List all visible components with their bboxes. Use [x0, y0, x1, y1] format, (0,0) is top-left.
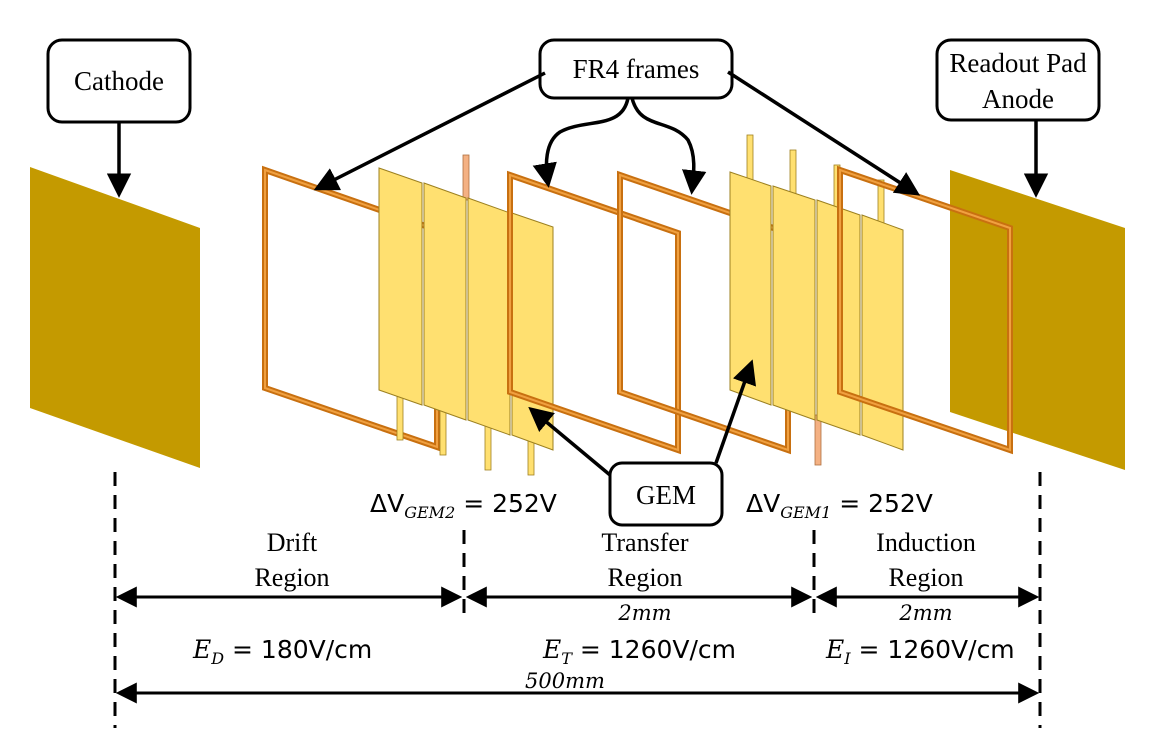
transfer-gap: 2mm: [617, 601, 671, 625]
drift-field-label: ED = 180V/cm: [192, 635, 372, 668]
readout-label-line1: Readout Pad: [949, 48, 1087, 78]
fr4-callout: FR4 frames: [538, 38, 734, 100]
induction-region-line2: Region: [888, 563, 963, 592]
transfer-region-line2: Region: [607, 563, 682, 592]
fr4-arrow-frame3: [630, 97, 707, 195]
fr4-arrow-frame1: [313, 71, 546, 191]
induction-gap: 2mm: [898, 601, 952, 625]
region-boundaries: [113, 472, 1042, 728]
callout-arrows: [106, 70, 1049, 477]
cathode-label: Cathode: [74, 66, 164, 96]
gem1-voltage-label: ΔVGEM1 = 252V: [746, 489, 933, 522]
gem-label: GEM: [636, 480, 696, 510]
cathode-callout: Cathode: [46, 38, 192, 124]
gem2-voltage-label: ΔVGEM2 = 252V: [370, 489, 557, 522]
gem-callout: GEM: [608, 461, 724, 527]
readout-anode-plate: [950, 170, 1125, 470]
readout-callout: Readout Pad Anode: [935, 38, 1101, 122]
drift-region-line2: Region: [254, 563, 329, 592]
cathode-plate: [30, 167, 200, 468]
fr4-frame-4: [837, 165, 1013, 455]
transfer-field-label: ET = 1260V/cm: [542, 635, 736, 668]
gem-arrow-gem1: [714, 359, 757, 464]
fr4-arrow-frame2: [532, 97, 630, 188]
induction-field-label: EI = 1260V/cm: [825, 635, 1015, 668]
gem1-stack: [729, 134, 904, 466]
fr4-arrow-frame4: [727, 70, 921, 196]
induction-region-line1: Induction: [876, 528, 976, 557]
gem2-stack: [378, 154, 554, 476]
readout-label-line2: Anode: [982, 84, 1054, 114]
fr4-label: FR4 frames: [573, 54, 700, 84]
gem-arrow-gem2: [528, 406, 612, 477]
transfer-region-line1: Transfer: [601, 528, 688, 557]
total-length-label: 500mm: [525, 669, 605, 693]
drift-region-line1: Drift: [267, 528, 318, 557]
